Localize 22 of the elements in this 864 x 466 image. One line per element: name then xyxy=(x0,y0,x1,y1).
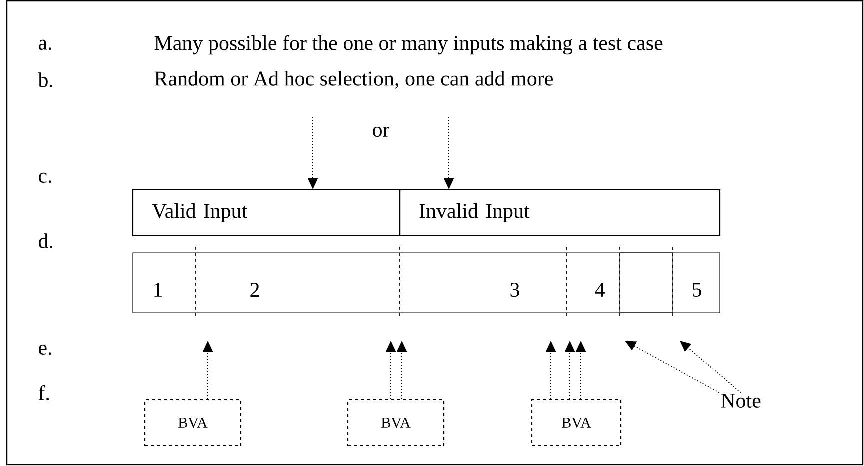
item-letter: b. xyxy=(38,72,53,88)
segment-number: 1 xyxy=(154,283,162,297)
input-box: Invalid Input xyxy=(399,189,721,237)
empty-segment xyxy=(620,252,674,314)
segment-number: 4 xyxy=(595,283,605,297)
arrow xyxy=(680,341,742,394)
label-text: Many possible for the one or many inputs making a test case xyxy=(154,35,663,55)
item-letter: d. xyxy=(38,234,53,248)
segment-number: 3 xyxy=(510,282,520,298)
note-text: Note xyxy=(721,394,761,408)
input-box: Valid Input xyxy=(132,189,401,237)
label-text: Random or Ad hoc selection, one can add more xyxy=(154,71,553,89)
bva-box: BVA xyxy=(144,399,242,447)
bva-box: BVA xyxy=(347,399,445,447)
label-text: or xyxy=(373,126,390,138)
item-letter: f. xyxy=(38,385,50,401)
item-letter: a. xyxy=(38,40,52,50)
item-letter: e. xyxy=(39,344,52,356)
bva-box: BVA xyxy=(531,399,622,447)
segment-number: 2 xyxy=(250,283,260,297)
segment-number: 5 xyxy=(692,283,702,297)
item-letter: c. xyxy=(39,172,52,184)
